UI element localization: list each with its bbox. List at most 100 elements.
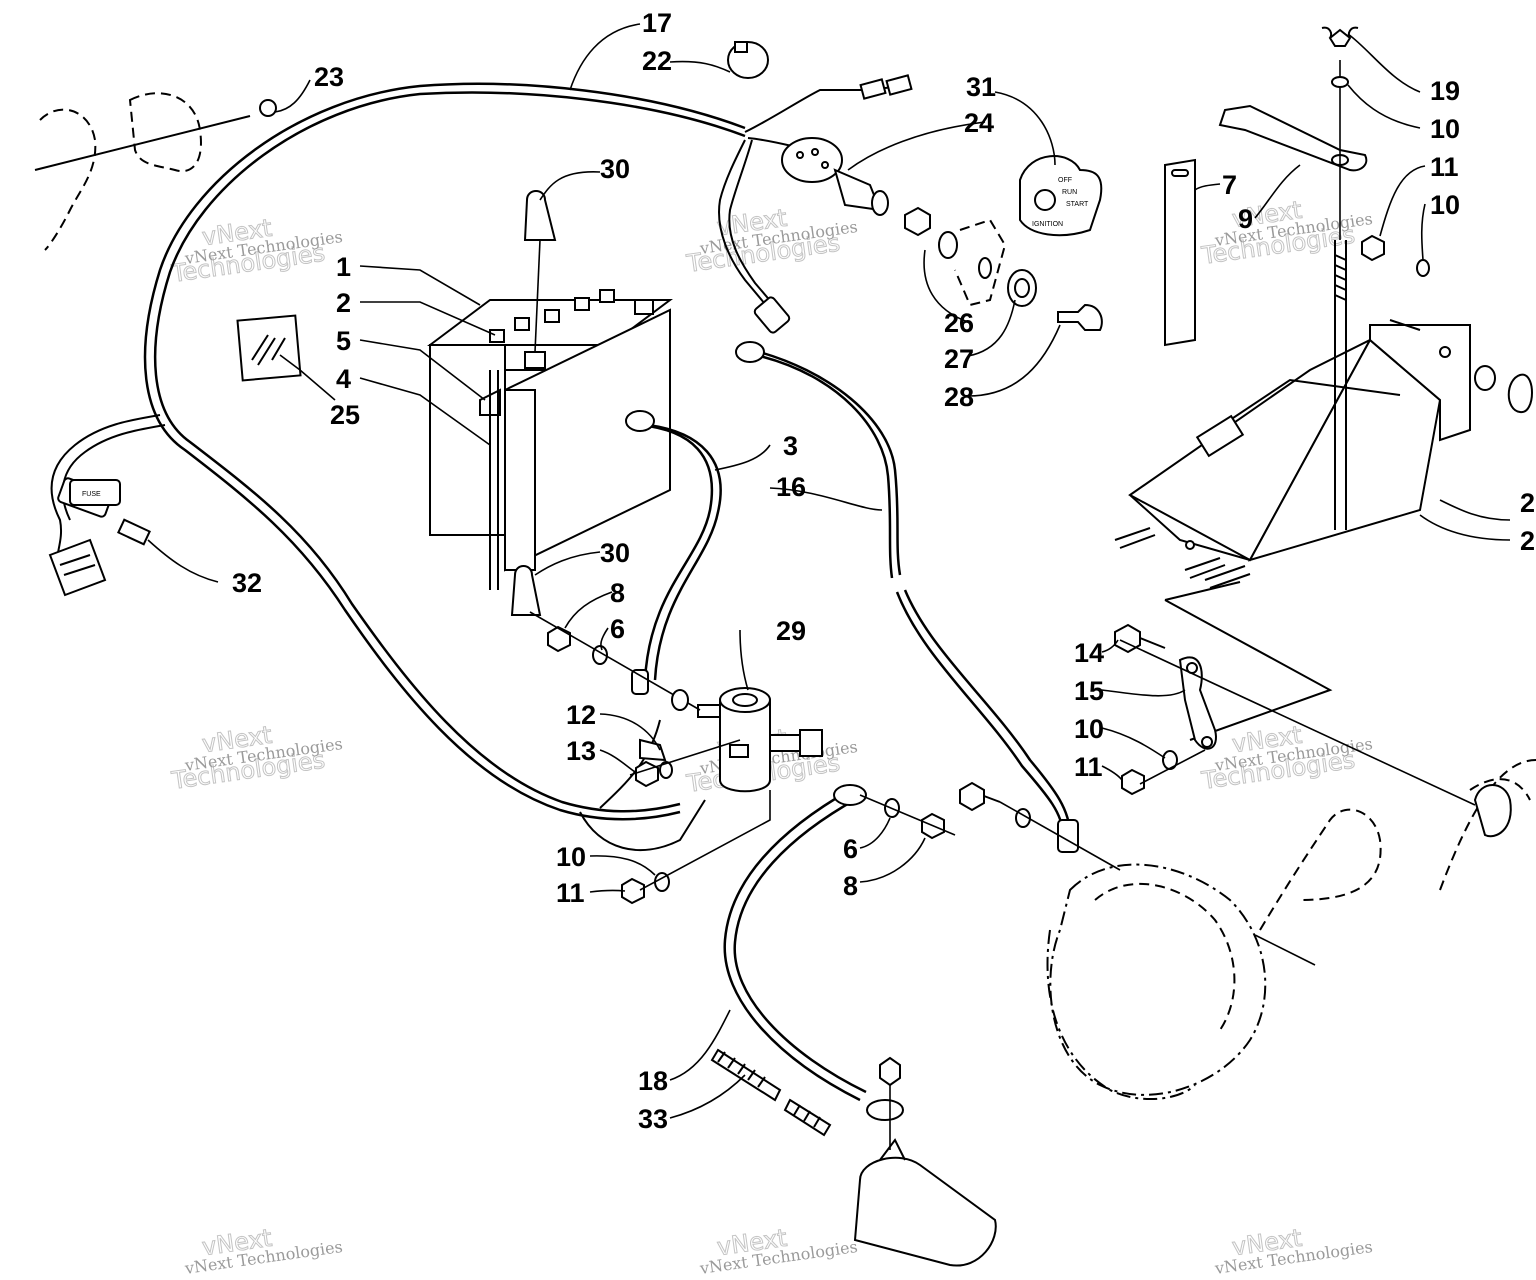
- callout-15: 15: [1074, 676, 1104, 706]
- callout-10: 10: [1074, 714, 1104, 744]
- callout-11: 11: [1430, 152, 1459, 182]
- callout-20: 20: [1520, 488, 1536, 518]
- negative-battery-cable: [625, 410, 722, 695]
- ignition-nut: [904, 206, 931, 237]
- key-switch-label: START: [1066, 201, 1089, 208]
- battery-box: [1114, 324, 1533, 589]
- battery: [427, 289, 673, 590]
- heat-shrink-tubing: [710, 1048, 832, 1137]
- battery-bracket: [1218, 104, 1368, 172]
- callout-10: 10: [556, 842, 586, 872]
- callout-32: 32: [232, 568, 262, 598]
- callout-21: 21: [1520, 526, 1536, 556]
- callout-33: 33: [638, 1104, 668, 1134]
- hold-down-rod: [1334, 60, 1347, 530]
- watermark: vNext vNext Technologies: [183, 1223, 344, 1278]
- callout-30: 30: [600, 154, 630, 184]
- callout-10: 10: [1430, 114, 1460, 144]
- callout-8: 8: [843, 871, 858, 901]
- callout-18: 18: [638, 1066, 668, 1096]
- starter-solenoid: [697, 687, 823, 793]
- watermark: vNext vNext Technologies: [698, 1223, 859, 1278]
- callout-10: 10: [1430, 190, 1460, 220]
- callout-11: 11: [556, 878, 585, 908]
- callout-8: 8: [610, 578, 625, 608]
- watermark: vNext Technologies vNext Technologies: [169, 720, 344, 795]
- callout-9: 9: [1238, 204, 1253, 234]
- callout-19: 19: [1430, 76, 1460, 106]
- cable-stud-axis: [859, 794, 956, 836]
- decal-sticker: [236, 314, 302, 382]
- callout-22: 22: [642, 46, 672, 76]
- lock-nut-right: [1361, 234, 1385, 262]
- callout-26: 26: [944, 308, 974, 338]
- solenoid-small-washer: [659, 761, 673, 779]
- solenoid-small-nut: [635, 760, 659, 788]
- flat-washer-top: [1331, 76, 1349, 88]
- callout-7: 7: [1222, 170, 1237, 200]
- watermark: vNext Technologies vNext Technologies: [684, 203, 859, 278]
- cable-tie: [727, 41, 769, 79]
- fuse-label: FUSE: [82, 491, 101, 498]
- callout-30: 30: [600, 538, 630, 568]
- starter-bolt: [959, 781, 1121, 871]
- engine-ground-boss: [853, 1056, 997, 1267]
- solenoid-wire-terminal: [639, 738, 667, 762]
- callout-16: 16: [776, 472, 806, 502]
- leader-lines: [147, 23, 1511, 1119]
- callout-11: 11: [1074, 752, 1103, 782]
- callout-labels: 1 2 3 4 5 6 6 7 8 8 9 10 10 10 10 11 11 …: [232, 8, 1536, 1134]
- callout-5: 5: [336, 326, 351, 356]
- callout-14: 14: [1074, 638, 1104, 668]
- callout-27: 27: [944, 344, 974, 374]
- ignition-switch: [781, 137, 889, 216]
- terminal-boot-top: [523, 190, 557, 353]
- fuse-holder: FUSE: [48, 479, 151, 597]
- ignition-key: [1057, 303, 1103, 331]
- watermark: vNext Technologies vNext Technologies: [169, 213, 344, 288]
- watermark: vNext Technologies vNext Technologies: [1199, 720, 1374, 795]
- key-switch-label: OFF: [1058, 177, 1072, 184]
- key-switch-label: IGNITION: [1032, 221, 1063, 228]
- flat-washer-right: [1416, 259, 1430, 277]
- lock-nut-bracket: [1121, 768, 1145, 796]
- callout-31: 31: [966, 72, 996, 102]
- ground-cable: [723, 784, 904, 1121]
- solenoid-washer: [671, 689, 689, 711]
- callout-3: 3: [783, 431, 798, 461]
- callout-25: 25: [330, 400, 360, 430]
- mounting-bolt: [1114, 623, 1166, 654]
- callout-12: 12: [566, 700, 596, 730]
- callout-24: 24: [964, 108, 994, 138]
- callout-4: 4: [336, 364, 351, 394]
- callout-17: 17: [642, 8, 672, 38]
- callout-28: 28: [944, 382, 974, 412]
- callout-6: 6: [843, 834, 858, 864]
- solenoid-bottom-axis: [639, 790, 771, 891]
- callout-23: 23: [314, 62, 344, 92]
- callout-29: 29: [776, 616, 806, 646]
- mounting-axis: [1119, 639, 1476, 806]
- callout-2: 2: [336, 288, 351, 318]
- solenoid-side-axis: [629, 739, 741, 776]
- splice-assembly: [34, 92, 277, 251]
- battery-terminals: [489, 289, 654, 343]
- mounting-bracket-strap: [1178, 656, 1217, 750]
- hold-down-strap: [1164, 158, 1196, 347]
- ignition-decal: OFF RUN START IGNITION: [1019, 155, 1103, 237]
- starter-motor-outline: [1046, 759, 1536, 1101]
- solenoid-nut: [547, 625, 571, 653]
- watermark: vNext vNext Technologies: [1213, 1223, 1374, 1278]
- ignition-bushing: [1007, 269, 1037, 307]
- mounting-axis: [1139, 749, 1206, 785]
- callout-13: 13: [566, 736, 596, 766]
- solenoid-bottom-nut: [621, 877, 645, 905]
- ignition-lockwasher: [938, 218, 1007, 307]
- solenoid-stud-axis: [529, 611, 701, 711]
- terminal-boot-bottom: [510, 565, 542, 616]
- battery-box-outline: [1164, 319, 1421, 741]
- callout-6: 6: [610, 614, 625, 644]
- callout-1: 1: [336, 252, 351, 282]
- key-switch-label: RUN: [1062, 189, 1077, 196]
